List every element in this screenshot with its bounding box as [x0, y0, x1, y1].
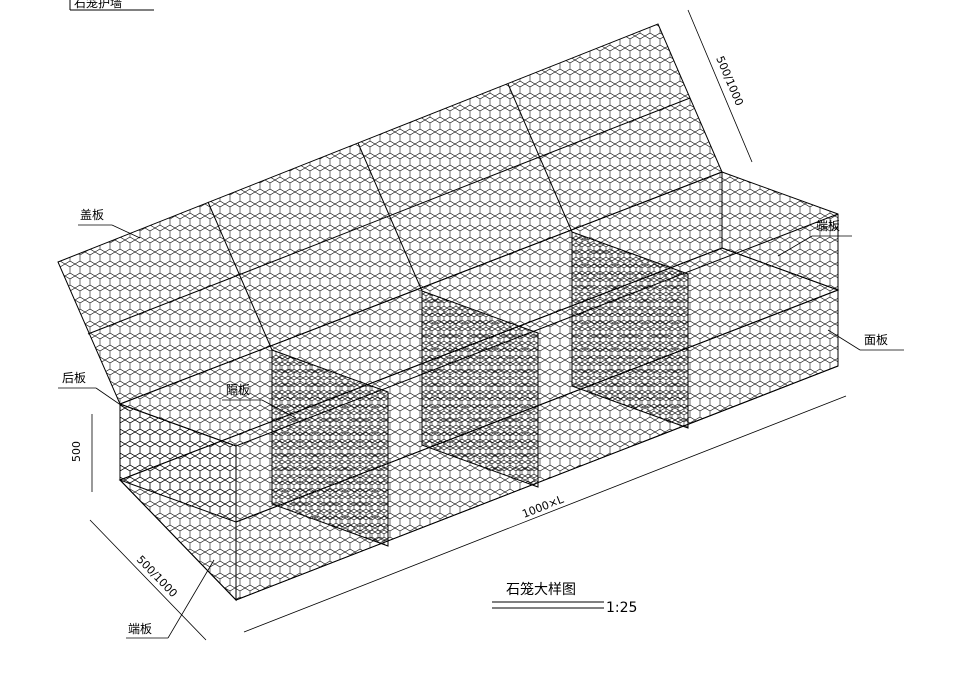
leader-back [95, 387, 129, 411]
dim-height: 500 [70, 414, 93, 492]
label-back: 后板 [58, 371, 129, 411]
label-end-bottom: 端板 [126, 559, 215, 639]
leader-end-bottom [167, 559, 215, 639]
bottom-front-edge [235, 365, 839, 601]
drawing-title: 石笼大样图 1:25 [492, 581, 637, 616]
corner-caption-text: 石笼护墙 [74, 0, 122, 10]
label-end-right: 端板 [777, 219, 852, 257]
label-partition: 隔板 [222, 383, 297, 419]
leader-face [827, 329, 861, 351]
scale-text: 1:25 [606, 600, 637, 616]
leader-partition [261, 399, 297, 419]
label-lid-text: 盖板 [80, 208, 104, 222]
box-outline [119, 213, 839, 601]
corner-caption: 石笼护墙 [69, 0, 154, 11]
label-end-right-text: 端板 [816, 219, 840, 233]
lid-midline [87, 97, 691, 335]
dim-height-text: 500 [70, 441, 83, 462]
dim-top-width-line [687, 9, 753, 163]
lid-grid [87, 83, 691, 351]
label-lid: 盖板 [78, 208, 141, 239]
dim-left-width-line [89, 519, 207, 641]
leader-lid [111, 224, 141, 239]
dim-left-width-text: 500/1000 [134, 553, 180, 600]
label-face: 面板 [827, 329, 904, 351]
bottom-left-edge [119, 479, 237, 601]
lid-divider-2 [357, 142, 423, 292]
leader-end-right [777, 235, 813, 257]
label-face-text: 面板 [864, 333, 888, 347]
lid-divider-3 [507, 83, 573, 233]
dim-length-line [243, 395, 847, 633]
label-back-text: 后板 [62, 371, 86, 385]
title-text: 石笼大样图 [506, 581, 576, 598]
label-partition-text: 隔板 [226, 383, 250, 397]
lid-divider-1 [207, 201, 273, 351]
label-end-bottom-text: 端板 [128, 622, 152, 636]
dim-length-text: 1000×L [520, 493, 566, 521]
